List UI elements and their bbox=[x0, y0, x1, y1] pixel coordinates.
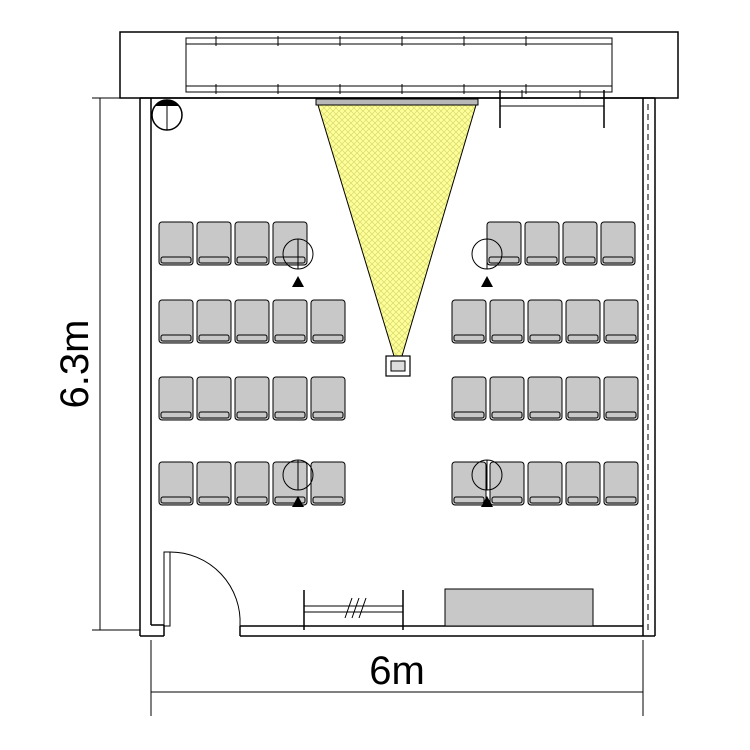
seat bbox=[600, 221, 636, 266]
height-label: 6.3m bbox=[53, 320, 97, 409]
counter-table bbox=[444, 588, 594, 627]
seat bbox=[451, 376, 487, 421]
seat bbox=[272, 461, 308, 506]
width-label: 6m bbox=[369, 649, 425, 693]
door-icon bbox=[163, 551, 241, 627]
seat bbox=[565, 461, 601, 506]
seat bbox=[603, 299, 639, 344]
seat bbox=[603, 461, 639, 506]
seat bbox=[196, 376, 232, 421]
seat bbox=[196, 221, 232, 266]
seat bbox=[158, 376, 194, 421]
seat bbox=[234, 221, 270, 266]
projector-icon bbox=[385, 355, 411, 377]
seat bbox=[158, 221, 194, 266]
seat bbox=[310, 376, 346, 421]
speaker-icon bbox=[282, 238, 314, 287]
seating-area bbox=[158, 221, 639, 506]
seat bbox=[489, 299, 525, 344]
projection-screen bbox=[315, 98, 479, 106]
seat bbox=[310, 461, 346, 506]
seat bbox=[527, 376, 563, 421]
seat bbox=[524, 221, 560, 266]
seat bbox=[486, 221, 522, 266]
wall-rack bbox=[499, 90, 605, 128]
width-dimension: 6m bbox=[150, 640, 644, 716]
seat bbox=[234, 461, 270, 506]
seat bbox=[272, 221, 308, 266]
seat bbox=[310, 299, 346, 344]
seat bbox=[272, 376, 308, 421]
seat bbox=[234, 376, 270, 421]
seat bbox=[489, 376, 525, 421]
seat bbox=[196, 299, 232, 344]
seat bbox=[451, 299, 487, 344]
window-icon bbox=[119, 31, 679, 99]
seat bbox=[158, 461, 194, 506]
speaker-icon bbox=[471, 238, 503, 287]
bench bbox=[303, 590, 404, 630]
speaker-icon bbox=[282, 459, 314, 507]
seat bbox=[451, 461, 487, 506]
seat bbox=[527, 299, 563, 344]
seat bbox=[196, 461, 232, 506]
seat bbox=[562, 221, 598, 266]
seat bbox=[527, 461, 563, 506]
speaker-icon bbox=[471, 459, 503, 507]
seat bbox=[565, 376, 601, 421]
seat bbox=[234, 299, 270, 344]
seat bbox=[272, 299, 308, 344]
seat bbox=[565, 299, 601, 344]
seat bbox=[158, 299, 194, 344]
height-dimension: 6.3m bbox=[53, 97, 140, 631]
ceiling-lamp-icon bbox=[151, 99, 183, 131]
seat bbox=[603, 376, 639, 421]
seat bbox=[489, 461, 525, 506]
